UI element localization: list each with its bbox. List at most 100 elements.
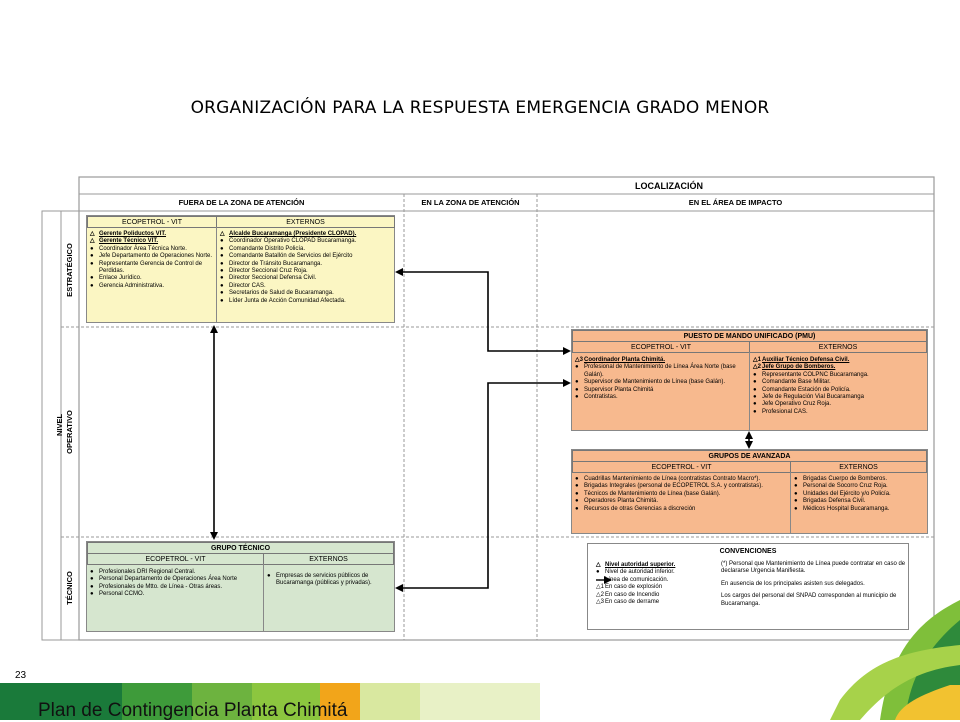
bullet-icon: ●: [753, 401, 757, 408]
list-item-text: Profesional de Mantenimiento de Línea Ár…: [584, 364, 736, 378]
bullet-icon: ●: [794, 483, 798, 490]
list-item-text: Personal CCMO.: [99, 591, 145, 598]
list-item-text: En caso de explosión: [605, 584, 663, 591]
list-item-text: Recursos de otras Gerencias a discreción: [584, 505, 696, 512]
convenciones-note: Los cargos del personal del SNPAD corres…: [721, 593, 897, 607]
arrow-estrategico-pmu: [395, 268, 571, 355]
bullet-icon: ●: [753, 386, 757, 393]
list-item-text: Cuadrillas Mantenimiento de Línea (contr…: [584, 476, 761, 482]
list-item-text: Brigadas Defensa Civil.: [803, 498, 866, 505]
list-item: ●Coordinador Área Técnica Norte.: [90, 246, 214, 253]
estrategico-externos-list: △Alcalde Bucaramanga (Presidente CLOPAD)…: [220, 231, 392, 305]
list-item-text: Jefe de Regulación Vial Bucaramanga: [762, 394, 864, 401]
list-item: ●Brigadas Defensa Civil.: [794, 498, 926, 505]
list-item: ●Enlace Jurídico.: [90, 275, 214, 282]
bullet-icon: △: [596, 562, 601, 568]
pmu-box: PUESTO DE MANDO UNIFICADO (PMU) ECOPETRO…: [571, 329, 928, 431]
avanzada-externos-list: ● Brigadas Cuerpo de Bomberos.●Personal d…: [794, 476, 926, 513]
list-item-text: Representante COLPNC Bucaramanga.: [762, 371, 869, 378]
list-item-text: Empresas de servicios públicos de Bucara…: [276, 573, 372, 587]
convenciones-note: En ausencia de los principales asisten s…: [721, 580, 865, 587]
list-item: ●Director CAS.: [220, 283, 392, 290]
ecopetrol-leaf-logo: [830, 600, 960, 720]
list-item: ●Personal CCMO.: [90, 591, 260, 598]
list-item-text: Coordinador Operativo CLOPAD Bucaramanga…: [229, 238, 357, 245]
convenciones-box: CONVENCIONES △ Nivel autoridad superior. ●…: [587, 543, 909, 630]
list-item: ●Profesional CAS.: [753, 409, 925, 416]
header-localizacion: LOCALIZACIÓN: [635, 181, 703, 191]
bullet-icon: ●: [220, 268, 224, 275]
avanzada-externos-header: EXTERNOS: [790, 461, 927, 473]
bullet-icon: ●: [575, 505, 579, 512]
list-item: ●Director Seccional Cruz Roja.: [220, 268, 392, 275]
list-item-text: Nivel autoridad superior.: [605, 562, 676, 568]
bullet-icon: ●: [753, 371, 757, 378]
bullet-icon: ●: [267, 573, 271, 579]
bullet-icon: ●: [575, 379, 579, 386]
list-item-text: Brigadas Integrales (personal de ECOPETR…: [584, 483, 763, 490]
list-item: ●Médicos Hospital Bucaramanga.: [794, 506, 926, 513]
list-item-text: Profesional CAS.: [762, 408, 808, 415]
list-item: ●Jefe Operativo Cruz Roja.: [753, 401, 925, 408]
bullet-icon: ●: [596, 569, 600, 576]
bullet-icon: ●: [90, 245, 94, 252]
footer-title: Plan de Contingencia Planta Chimitá: [38, 700, 348, 721]
list-item: ●Comandante Base Militar.: [753, 379, 925, 386]
list-item: ●Líder Junta de Acción Comunidad Afectad…: [220, 298, 392, 305]
bullet-icon: ●: [753, 379, 757, 386]
list-item-text: Gerencia Administrativa.: [99, 282, 165, 289]
convenciones-title: CONVENCIONES: [719, 548, 777, 555]
list-item-text: Supervisor de Mantenimiento de Línea (ba…: [584, 379, 726, 386]
list-item: ● Profesionales DRI Regional Central.: [90, 569, 260, 576]
convenciones-notes: (*) Personal que Mantenimiento de Línea …: [721, 561, 906, 608]
tecnico-externos-list: ● Empresas de servicios públicos de Bucar…: [267, 573, 391, 588]
list-item: ● Empresas de servicios públicos de Bucar…: [267, 573, 391, 588]
bullet-icon: ●: [794, 505, 798, 512]
list-item: ●Gerencia Administrativa.: [90, 283, 214, 290]
list-item: ● Coordinador Operativo CLOPAD Bucaramang…: [220, 238, 392, 245]
list-item: ●Personal Departamento de Operaciones Ár…: [90, 576, 260, 583]
header-fuera-zona: FUERA DE LA ZONA DE ATENCIÓN: [178, 198, 305, 207]
bullet-icon: ●: [794, 476, 798, 482]
bullet-icon: ●: [575, 394, 579, 401]
list-item-text: Supervisor Planta Chimitá: [584, 386, 654, 393]
list-item: ●Personal de Socorro Cruz Roja.: [794, 483, 926, 490]
arrow-tecnico-pmu: [395, 379, 571, 592]
bullet-icon: ●: [90, 569, 94, 575]
bullet-icon: ●: [575, 483, 579, 490]
list-item: ●Representante Gerencia de Control de Pe…: [90, 261, 214, 276]
bullet-icon: ●: [575, 490, 579, 497]
bullet-icon: ●: [220, 260, 224, 267]
bullet-icon: ●: [220, 297, 224, 304]
list-item: ●Técnicos de Mantenimiento de Línea (bas…: [575, 491, 789, 498]
bullet-icon: △1: [753, 357, 761, 363]
list-item: ● Profesional de Mantenimiento de Línea Á…: [575, 364, 747, 379]
bullet-icon: ●: [575, 498, 579, 505]
page-number: 23: [15, 670, 27, 681]
convenciones-list: △Nivel autoridad superior.●Nivel de auto…: [596, 562, 714, 606]
bullet-icon: △: [220, 231, 225, 237]
bullet-icon: △2: [596, 591, 604, 598]
estrategico-box: ECOPETROL - VIT EXTERNOS △Gerente Polidu…: [86, 215, 395, 323]
list-item-text: Auxiliar Técnico Defensa Civil.: [762, 357, 850, 363]
bullet-icon: ●: [90, 583, 94, 590]
bullet-icon: ●: [220, 238, 224, 245]
list-item: ●Director de Tránsito Bucaramanga.: [220, 261, 392, 268]
list-item-text: Jefe Grupo de Bomberos.: [762, 364, 836, 371]
list-item-text: Representante Gerencia de Control de Per…: [99, 260, 203, 275]
list-item-text: Jefe Departamento de Operaciones Norte.: [99, 253, 213, 260]
list-item-text: Comandante Distrito Policía.: [229, 245, 306, 252]
list-item: ●Profesionales de Mtto. de Línea - Otras…: [90, 584, 260, 591]
bullet-icon: ●: [575, 364, 579, 371]
list-item: ●Comandante Distrito Policía.: [220, 246, 392, 253]
bullet-icon: ●: [575, 476, 579, 482]
bullet-icon: ●: [220, 253, 224, 260]
list-item-text: Brigadas Cuerpo de Bomberos.: [803, 476, 888, 482]
list-item-text: Profesionales DRI Regional Central.: [99, 569, 196, 575]
